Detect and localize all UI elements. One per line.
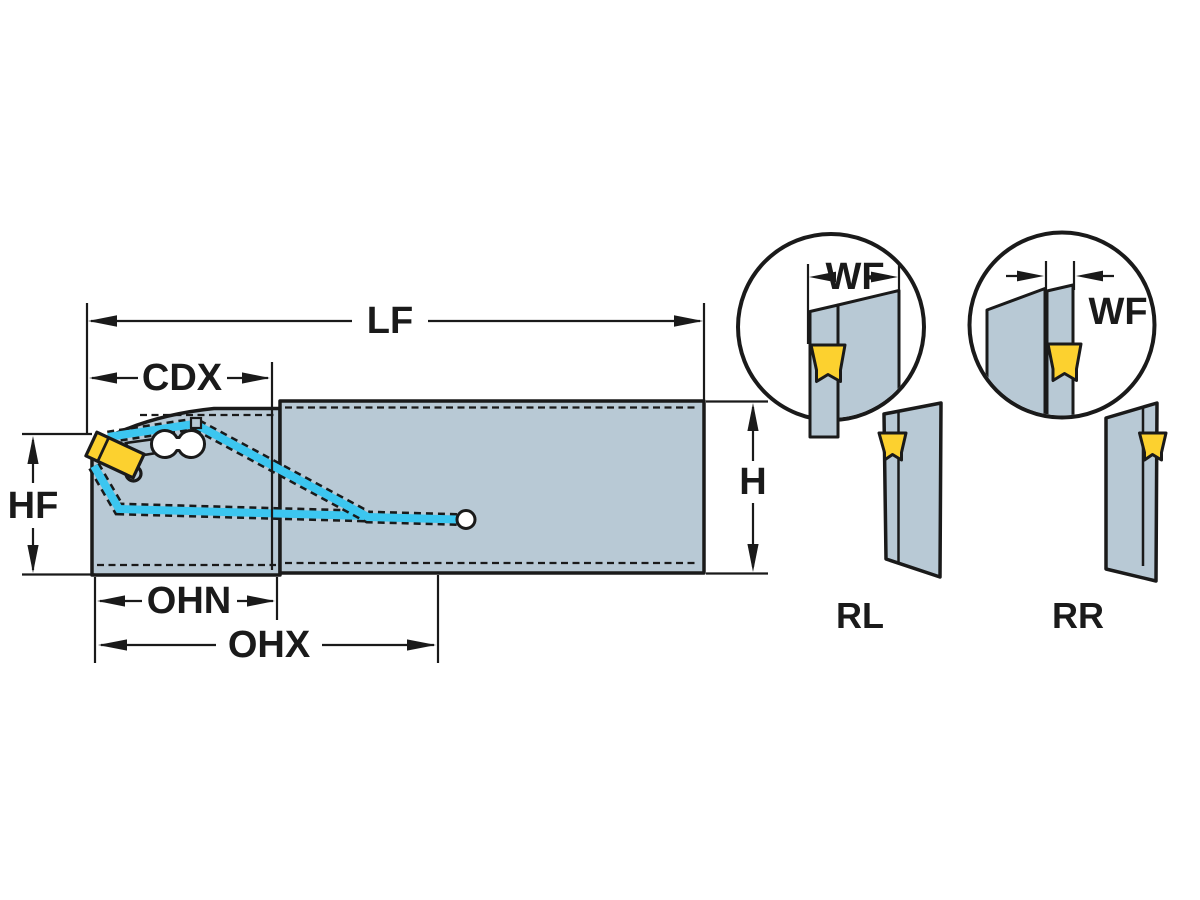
blade-view-rl — [877, 401, 943, 579]
detail-circle-right — [967, 230, 1157, 420]
label-wf-detail-left: WF — [825, 256, 885, 298]
rl-insert — [877, 431, 908, 462]
label-ohx: OHX — [227, 624, 311, 666]
hidden-edge-dashed-lines — [97, 406, 699, 567]
dimension-wf-left — [806, 264, 901, 344]
label-lf: LF — [366, 300, 414, 342]
tool-holder-side-view — [22, 303, 768, 663]
cutting-insert-main — [84, 430, 146, 483]
detail-circle-left — [736, 232, 926, 439]
blade-view-rr — [1104, 401, 1168, 583]
dimension-wf-right — [1006, 261, 1114, 341]
coolant-inlet-hole — [455, 509, 477, 530]
dimension-ohn — [97, 595, 275, 607]
dimension-lf — [88, 315, 703, 327]
clamp-screw-slot — [149, 429, 207, 459]
dimension-ohx — [98, 639, 436, 651]
dimension-extension-lines — [22, 303, 768, 663]
label-h: H — [739, 461, 767, 503]
rl-blade-body — [882, 401, 943, 579]
label-blade-rr: RR — [1052, 595, 1104, 636]
detail-left-insert — [809, 343, 847, 383]
label-cdx: CDX — [141, 357, 223, 399]
dimension-h — [747, 403, 759, 572]
detail-right-insert — [1046, 342, 1083, 382]
label-blade-rl: RL — [836, 595, 884, 636]
rr-insert — [1138, 431, 1168, 462]
dimension-hf — [27, 436, 39, 573]
coolant-channels — [88, 416, 477, 530]
coolant-fitting — [189, 416, 203, 430]
label-wf-detail-right: WF — [1088, 291, 1148, 333]
label-hf: HF — [7, 485, 59, 527]
holder-shank — [278, 399, 706, 575]
rr-blade-body — [1104, 401, 1159, 583]
detail-right-blade-body — [985, 287, 1047, 416]
label-ohn: OHN — [146, 580, 232, 622]
dimension-cdx — [89, 372, 270, 384]
